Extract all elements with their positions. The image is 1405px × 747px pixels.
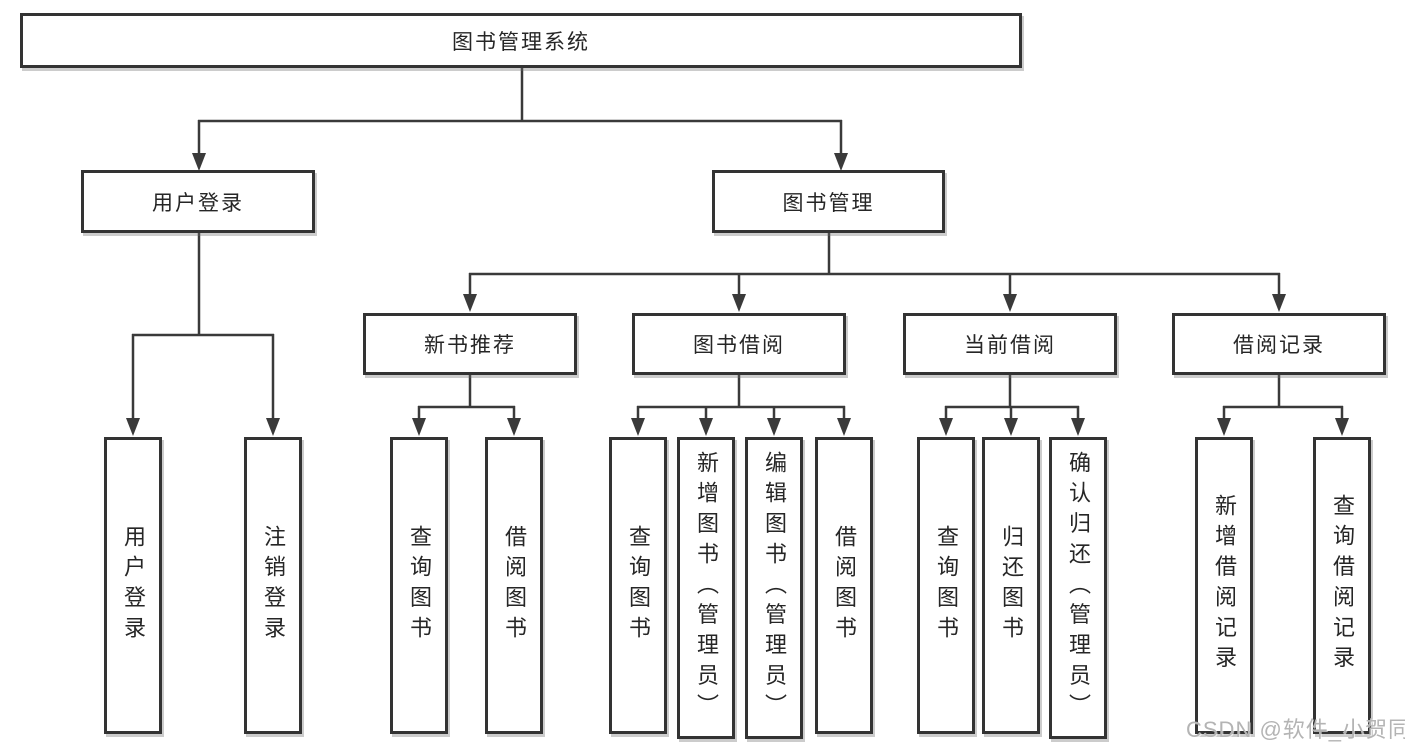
node-label: 查询图书 — [626, 524, 651, 647]
node-label: 用户登录 — [152, 191, 244, 215]
leaf-add-borrow-record: 新增借阅记录 — [1195, 437, 1253, 734]
connector-borrow-record-children — [1217, 375, 1349, 436]
node-label: 图书管理系统 — [452, 30, 590, 54]
connector-new-book-children — [412, 375, 521, 436]
node-label: 借阅记录 — [1233, 334, 1325, 357]
node-label: 当前借阅 — [964, 334, 1056, 357]
node-label: 图书管理 — [782, 191, 875, 215]
node-label: 用户登录 — [121, 524, 146, 647]
node-label: 查询图书 — [934, 524, 959, 647]
leaf-query-books-current: 查询图书 — [917, 437, 975, 734]
node-label: 借阅图书 — [832, 524, 857, 647]
leaf-logout: 注销登录 — [244, 437, 302, 734]
leaf-edit-book-admin: 编辑图书（管理员） — [745, 437, 803, 739]
leaf-user-login: 用户登录 — [104, 437, 162, 734]
node-label: 新书推荐 — [424, 334, 516, 357]
leaf-query-books-borrow: 查询图书 — [609, 437, 667, 734]
node-label: 归还图书 — [999, 524, 1024, 647]
node-label: 查询借阅记录 — [1330, 494, 1355, 677]
node-label: 新增借阅记录 — [1212, 494, 1237, 677]
connector-book-mgmt-to-level2 — [463, 233, 1286, 312]
leaf-borrow-books-recommend: 借阅图书 — [485, 437, 543, 734]
node-label: 注销登录 — [261, 524, 286, 647]
leaf-return-book: 归还图书 — [982, 437, 1040, 734]
leaf-query-borrow-record: 查询借阅记录 — [1313, 437, 1371, 734]
leaf-query-books-recommend: 查询图书 — [390, 437, 448, 734]
node-label: 查询图书 — [407, 524, 432, 647]
node-user-login: 用户登录 — [81, 170, 315, 233]
node-label: 图书借阅 — [693, 334, 785, 357]
connector-root-to-level1 — [192, 68, 848, 171]
node-book-borrow: 图书借阅 — [632, 313, 846, 375]
connector-user-login-children — [126, 233, 280, 436]
node-new-book-recommend: 新书推荐 — [363, 313, 577, 375]
node-library-system-root: 图书管理系统 — [20, 13, 1022, 68]
node-borrow-records: 借阅记录 — [1172, 313, 1386, 375]
leaf-add-book-admin: 新增图书（管理员） — [677, 437, 735, 739]
node-label: 借阅图书 — [502, 524, 527, 647]
csdn-watermark: CSDN @软件_小贺同学 — [1186, 717, 1405, 742]
node-label: 新增图书（管理员） — [694, 451, 719, 725]
leaf-borrow-books: 借阅图书 — [815, 437, 873, 734]
leaf-confirm-return-admin: 确认归还（管理员） — [1049, 437, 1107, 739]
connector-current-borrow-children — [939, 375, 1085, 436]
node-book-management: 图书管理 — [712, 170, 945, 233]
node-label: 确认归还（管理员） — [1066, 451, 1091, 725]
node-current-borrow: 当前借阅 — [903, 313, 1117, 375]
connector-book-borrow-children — [631, 375, 851, 436]
node-label: 编辑图书（管理员） — [762, 451, 787, 725]
